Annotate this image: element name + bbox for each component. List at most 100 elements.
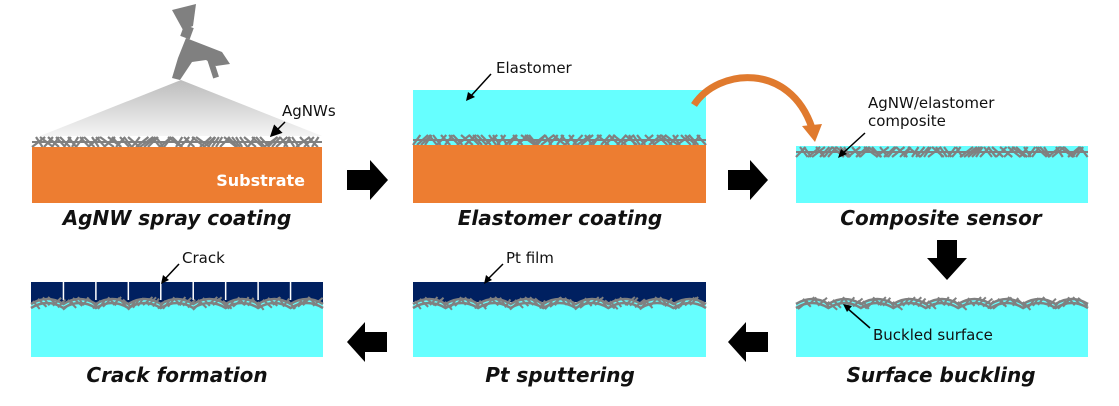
nanowire [589,296,600,306]
nanowire [917,297,927,308]
nanowire [644,299,654,309]
nanowire [1032,297,1040,307]
nanowire [1067,296,1076,306]
nanowire [887,298,896,309]
nanowire [624,296,636,306]
nanowire [282,298,290,308]
pt-pointer [486,263,504,281]
nanowire [177,296,187,306]
nanowire [207,296,219,306]
arrow-right-1 [347,160,388,200]
nanowire [267,297,278,307]
step-composite-sensor: AgNW/elastomer composite Composite senso… [795,94,1089,230]
step-spray-coating: Substrate AgNWs AgNW spray coating [31,4,336,230]
nanowire [217,297,228,308]
nanowire [867,298,877,308]
nanowire [802,298,812,308]
nanowire [857,299,868,310]
caption-composite-sensor: Composite sensor [840,206,1043,230]
nanowire [897,299,905,309]
nanowire [52,297,62,307]
nanowire [489,296,500,307]
nanowire [157,299,167,310]
agnw-buckled-network [30,296,324,311]
nanowire [832,299,842,309]
nanowire [649,297,659,307]
nanowire [599,297,608,308]
nanowire [559,296,568,306]
crack-label: Crack [182,249,225,267]
nanowire [1022,301,1032,311]
pointer-head [843,304,852,312]
spray-gun-icon [172,4,230,80]
nanowire [242,296,250,306]
pt-film-cracked [31,282,323,304]
nanowire [927,300,937,310]
nanowire [37,298,48,308]
nanowire [247,297,255,307]
nanowire [519,297,530,307]
nanowire [312,297,324,307]
pointer-head [466,92,475,101]
agnws-pointer [269,121,286,138]
arrow-left-1 [728,322,768,362]
buckled-surface-label: Buckled surface [873,326,993,344]
nanowire [252,298,261,309]
nanowire [147,296,157,306]
nanowire [132,299,140,309]
nanowire [852,297,864,308]
curved-arrow-icon [691,74,822,142]
pointer-head [838,149,847,158]
nanowire [449,299,457,309]
nanowire [1047,297,1057,308]
pt-film-label: Pt film [506,249,554,267]
nanowire [564,297,572,307]
nanowire [182,297,192,307]
nanowire [504,298,512,308]
nanowire [912,296,923,306]
nanowire [1027,299,1036,309]
arrow-left-2 [347,322,387,362]
buckled-elastomer [31,299,323,357]
caption-crack-formation: Crack formation [86,363,267,387]
step-elastomer-coating: Elastomer Elastomer coating [412,59,707,230]
buckled-elastomer [796,299,1088,357]
nanowire [952,298,962,309]
nanowire [439,298,448,309]
nanowire [629,296,639,307]
nanowire [574,300,584,311]
nanowire [529,296,539,306]
nanowire [82,296,90,306]
nanowire [297,297,308,308]
nanowire [292,300,303,310]
nanowire [32,300,41,310]
nanowire [142,296,154,306]
nanowire [679,298,687,308]
nanowire [827,301,838,311]
nanowire [464,296,472,306]
buckled-elastomer [413,299,706,357]
nanowire [262,298,273,309]
agnw-buckled-network [412,296,707,311]
nanowire [997,298,1008,308]
nanowire [1052,300,1061,310]
substrate-label: Substrate [216,171,305,190]
nanowire [639,300,648,311]
nanowire [167,298,176,308]
buckled-pointer [846,307,871,329]
nanowire [1072,296,1082,306]
nanowire [77,296,85,306]
nanowire [539,299,546,310]
pointer-head [161,275,169,284]
nanowire [152,297,160,308]
nanowire [192,301,202,311]
nanowire [882,297,892,307]
nanowire [614,298,623,308]
nanowire [922,299,932,310]
nanowire [554,296,561,306]
nanowire [812,296,820,306]
nanowire [907,296,916,306]
pt-film [413,282,706,302]
nanowire [634,298,646,309]
nanowire [817,297,828,307]
